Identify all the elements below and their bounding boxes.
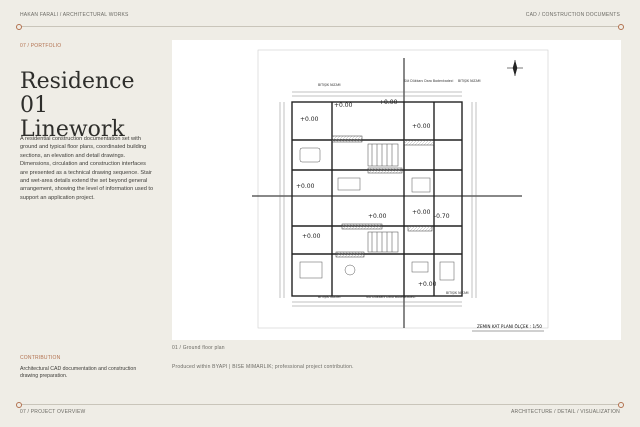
level-label: +0.00: [412, 209, 431, 216]
level-label: -0.70: [434, 213, 450, 220]
footer-left: 07 / PROJECT OVERVIEW: [20, 409, 86, 415]
contribution-label: CONTRIBUTION: [20, 355, 61, 361]
level-label: +0.00: [300, 116, 319, 123]
header-breadcrumb: HAKAN FARALI / ARCHITECTURAL WORKS: [20, 12, 129, 18]
level-label: +0.00: [334, 102, 353, 109]
floor-plan-svg: +0.00 +0.00 +0.00 +0.00 +0.00 +0.00 +0.0…: [252, 49, 549, 332]
hatched-walls: [331, 135, 435, 258]
portfolio-label: 07 / PORTFOLIO: [20, 43, 62, 49]
level-label: +0.00: [296, 183, 315, 190]
title-line-1: Residence 01: [20, 69, 135, 118]
dimension-lines: [279, 91, 477, 307]
road-label: BITIŞIK NIZAM: [458, 79, 481, 83]
figure-caption: 01 / Ground floor plan: [172, 345, 225, 351]
level-label: +0.00: [302, 233, 321, 240]
header-rule: [20, 26, 620, 27]
level-label: +0.00: [379, 99, 398, 106]
road-labels: BITIŞIK NIZAM BITIŞIK NIZAM BITIŞIK NIZA…: [318, 79, 481, 299]
contribution-text: Architectural CAD documentation and cons…: [20, 366, 137, 380]
road-label: BITIŞIK NIZAM: [318, 83, 341, 87]
footer-right: ARCHITECTURE / DETAIL / VISUALIZATION: [511, 409, 620, 415]
north-arrow-icon: [507, 59, 523, 77]
plan-title: ZEMIN KAT PLANI ÖLÇEK : 1/50: [477, 324, 542, 329]
project-description: A residential construction documentation…: [20, 136, 154, 201]
footer-rule-marker-right: [618, 402, 624, 408]
figure-credit: Produced within BYAPI | BISE MIMARLIK; p…: [172, 364, 354, 370]
level-labels: +0.00 +0.00 +0.00 +0.00 +0.00 +0.00 +0.0…: [296, 99, 450, 288]
building-walls: [291, 101, 463, 297]
page-title: Residence 01 Linework: [20, 70, 160, 142]
sheet-frame: [257, 49, 549, 329]
street-label-top: Süt Dükkanı Daro Bodenkadeci: [404, 79, 454, 83]
floor-plan-drawing: +0.00 +0.00 +0.00 +0.00 +0.00 +0.00 +0.0…: [172, 40, 621, 340]
street-label-bottom: Süt Dükkanı Daro Bodenkadeci: [366, 295, 416, 299]
level-label: +0.00: [368, 213, 387, 220]
header-section: CAD / CONSTRUCTION DOCUMENTS: [525, 12, 620, 18]
title-line-2: Linework: [20, 117, 125, 142]
footer-rule-marker-left: [16, 402, 22, 408]
header-rule-marker-right: [618, 24, 624, 30]
header-rule-marker-left: [16, 24, 22, 30]
level-label: +0.00: [412, 123, 431, 130]
fixtures: [299, 147, 455, 281]
level-label: +0.00: [418, 281, 437, 288]
road-label: BITIŞIK NIZAM: [446, 291, 469, 295]
road-label: BITIŞIK NIZAM: [318, 295, 341, 299]
stair-blocks: [367, 143, 399, 253]
footer-rule: [20, 404, 620, 405]
